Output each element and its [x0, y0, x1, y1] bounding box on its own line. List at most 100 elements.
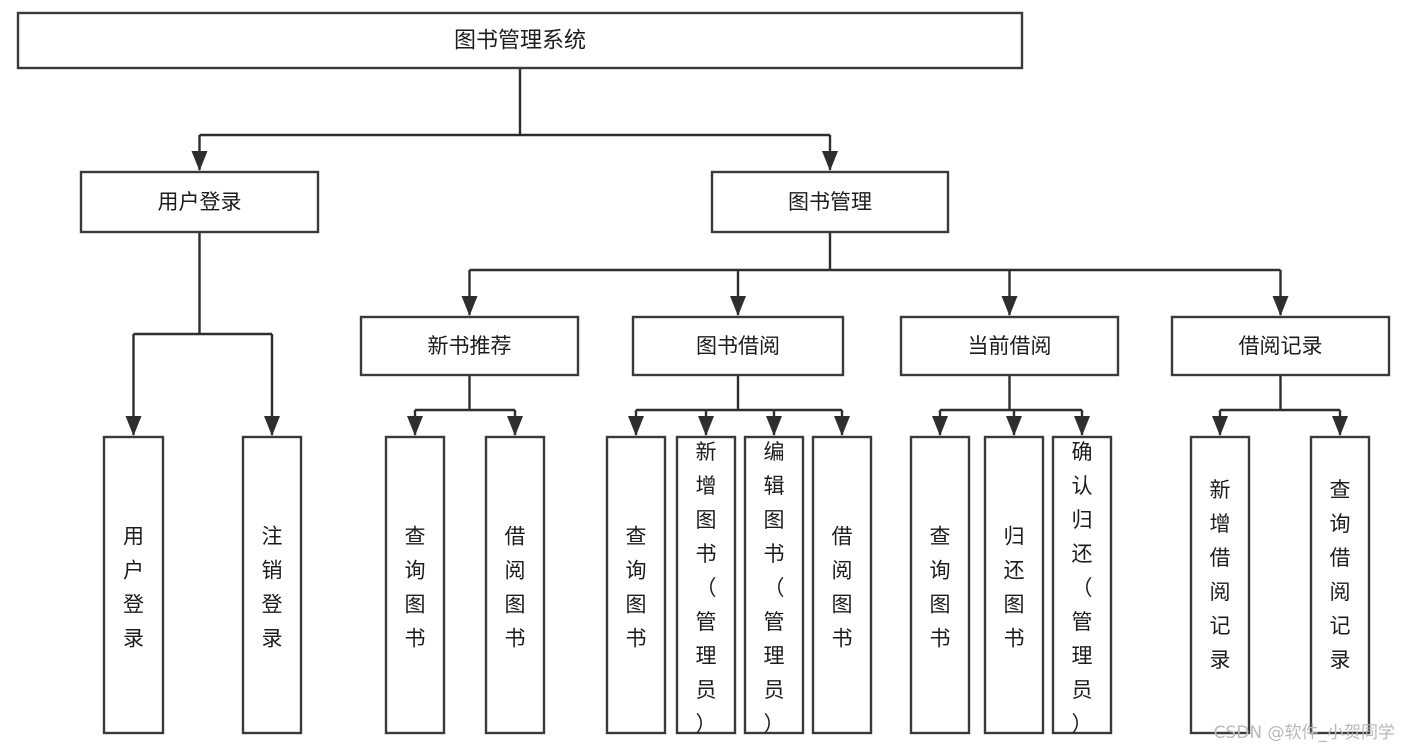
node-leaf-box-11[interactable]	[1189, 435, 1251, 735]
node-level3-box-1[interactable]	[631, 315, 845, 377]
node-leaf-box-2[interactable]	[384, 435, 446, 735]
svg-text:图: 图	[930, 593, 951, 617]
node-level2-label-0: 用户登录	[158, 190, 242, 214]
node-leaf-box-8[interactable]	[909, 435, 971, 735]
svg-text:）: ）	[764, 712, 785, 736]
node-leaf-box-1[interactable]	[241, 435, 303, 735]
svg-text:管: 管	[1072, 610, 1093, 634]
node-leaf-label-0: 用户登录	[123, 525, 144, 651]
svg-text:图: 图	[696, 508, 717, 532]
svg-text:确: 确	[1072, 440, 1093, 464]
node-level2-label-1: 图书管理	[788, 190, 872, 214]
svg-text:新: 新	[1210, 478, 1231, 502]
svg-text:管: 管	[696, 610, 717, 634]
arrow-head-icon-login-0	[125, 416, 142, 436]
svg-text:登: 登	[123, 593, 144, 617]
svg-text:归: 归	[1004, 525, 1025, 549]
arrow-head-icon-l3-2-0	[932, 416, 948, 436]
svg-text:借: 借	[1330, 546, 1351, 570]
node-root-box[interactable]	[16, 11, 1024, 70]
arrow-head-icon-manage-3	[1272, 296, 1289, 316]
svg-text:归: 归	[1072, 508, 1093, 532]
svg-text:）: ）	[696, 712, 717, 736]
svg-text:（: （	[764, 576, 785, 600]
svg-text:认: 认	[1072, 474, 1093, 498]
svg-text:录: 录	[123, 627, 144, 651]
arrow-head-icon-manage-2	[1001, 296, 1018, 316]
svg-text:户: 户	[123, 559, 144, 583]
svg-text:借: 借	[505, 525, 526, 549]
svg-text:理: 理	[764, 644, 785, 668]
node-level2-box-0[interactable]	[79, 170, 320, 234]
svg-text:阅: 阅	[1210, 580, 1231, 604]
arrow-head-icon-l3-1-0	[628, 416, 644, 436]
svg-text:阅: 阅	[505, 559, 526, 583]
svg-text:阅: 阅	[832, 559, 853, 583]
svg-text:书: 书	[626, 627, 647, 651]
svg-text:理: 理	[696, 644, 717, 668]
svg-text:（: （	[1072, 576, 1093, 600]
svg-text:用: 用	[123, 525, 144, 549]
node-level3-box-3[interactable]	[1170, 315, 1391, 377]
svg-text:询: 询	[405, 559, 426, 583]
arrow-head-icon-manage-1	[730, 296, 746, 316]
svg-text:编: 编	[764, 440, 785, 464]
svg-text:录: 录	[1330, 648, 1351, 672]
node-level3-box-0[interactable]	[359, 315, 580, 377]
node-leaf-box-0[interactable]	[102, 435, 165, 735]
node-level3-label-1: 图书借阅	[696, 334, 780, 358]
arrow-head-icon-l3-0-1	[507, 416, 523, 436]
svg-text:记: 记	[1210, 614, 1231, 638]
svg-text:员: 员	[1072, 678, 1093, 702]
svg-text:书: 书	[832, 627, 853, 651]
svg-text:还: 还	[1004, 559, 1025, 583]
svg-text:录: 录	[1210, 648, 1231, 672]
svg-text:增: 增	[1210, 512, 1231, 536]
node-leaf-box-6[interactable]	[743, 435, 805, 735]
svg-text:查: 查	[405, 525, 426, 549]
svg-text:图: 图	[764, 508, 785, 532]
node-level2-box-1[interactable]	[710, 170, 950, 234]
svg-text:询: 询	[626, 559, 647, 583]
svg-text:查: 查	[1330, 478, 1351, 502]
arrow-head-icon-l3-1-1	[698, 416, 714, 436]
node-leaf-box-10[interactable]	[1051, 435, 1113, 735]
svg-text:书: 书	[930, 627, 951, 651]
connectors-layer	[125, 68, 1348, 436]
arrow-head-icon-l3-2-1	[1006, 416, 1022, 436]
svg-text:书: 书	[505, 627, 526, 651]
svg-text:查: 查	[626, 525, 647, 549]
nodes-layer: 图书管理系统用户登录图书管理新书推荐图书借阅当前借阅借阅记录用户登录注销登录查询…	[16, 11, 1391, 736]
svg-text:登: 登	[262, 593, 283, 617]
arrow-head-icon-l3-2-2	[1074, 416, 1090, 436]
node-leaf-box-5[interactable]	[675, 435, 737, 735]
node-leaf-box-9[interactable]	[983, 435, 1045, 735]
svg-text:图: 图	[832, 593, 853, 617]
node-leaf-box-3[interactable]	[484, 435, 546, 735]
node-leaf-box-12[interactable]	[1309, 435, 1371, 735]
svg-text:图: 图	[1004, 593, 1025, 617]
svg-text:员: 员	[696, 678, 717, 702]
svg-text:图: 图	[626, 593, 647, 617]
svg-text:）: ）	[1072, 712, 1093, 736]
svg-text:借: 借	[1210, 546, 1231, 570]
arrow-head-icon-l3-1-3	[834, 416, 850, 436]
node-leaf-box-7[interactable]	[811, 435, 873, 735]
node-level3-label-0: 新书推荐	[428, 334, 512, 358]
node-leaf-box-4[interactable]	[605, 435, 667, 735]
node-level3-box-2[interactable]	[899, 315, 1120, 377]
svg-text:查: 查	[930, 525, 951, 549]
svg-text:借: 借	[832, 525, 853, 549]
svg-text:还: 还	[1072, 542, 1093, 566]
